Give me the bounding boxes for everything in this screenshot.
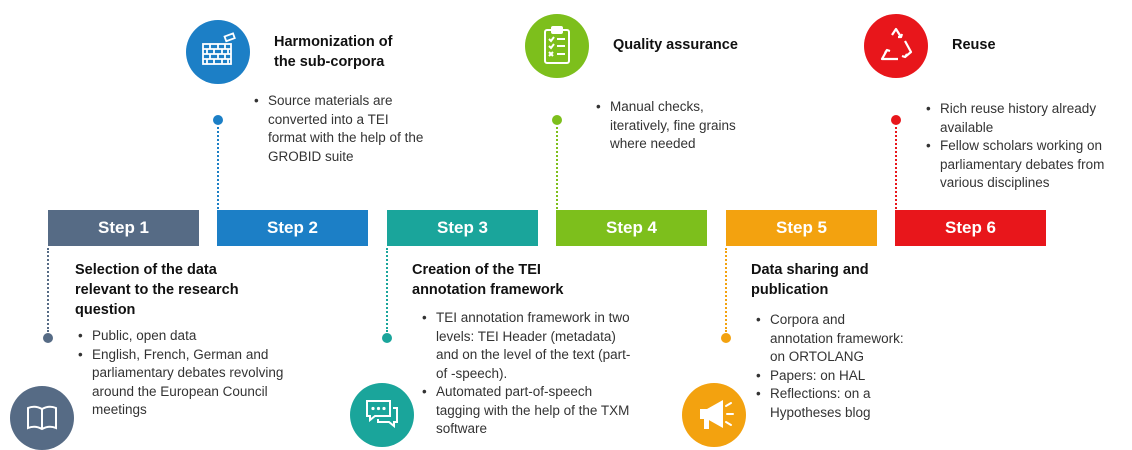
list-item: TEI annotation framework in two levels: … <box>422 309 640 383</box>
checklist-icon <box>525 14 589 78</box>
step-6-connector <box>895 127 897 209</box>
list-item: Rich reuse history already available <box>926 100 1132 137</box>
brick-wall-icon <box>186 20 250 84</box>
step-3-bar: Step 3 <box>387 210 538 246</box>
list-item: Corpora and annotation framework: on ORT… <box>756 311 906 367</box>
step-6-bullets: Rich reuse history already available Fel… <box>926 100 1132 193</box>
step-2-dot <box>213 115 223 125</box>
step-1-label: Step 1 <box>97 218 150 237</box>
list-item: Source materials are converted into a TE… <box>254 92 424 166</box>
step-4-connector <box>556 127 558 209</box>
step-1-title: Selection of the data relevant to the re… <box>75 262 239 318</box>
step-5-label: Step 5 <box>775 218 828 237</box>
megaphone-icon <box>682 383 746 447</box>
step-1-bullets: Public, open data English, French, Germa… <box>78 327 288 420</box>
step-6-label: Step 6 <box>944 218 997 237</box>
step-2-title: Harmonization of the sub-corpora <box>274 34 393 70</box>
list-item: Public, open data <box>78 327 288 346</box>
chat-bubbles-icon <box>350 383 414 447</box>
step-4-bullets: Manual checks, iteratively, fine grains … <box>596 98 736 154</box>
step-3-dot <box>382 333 392 343</box>
step-6-title: Reuse <box>952 37 996 53</box>
step-1-bar: Step 1 <box>48 210 199 246</box>
step-5-title: Data sharing and publication <box>751 262 869 298</box>
step-3-connector <box>386 248 388 332</box>
step-4-dot <box>552 115 562 125</box>
list-item: Reflections: on a Hypotheses blog <box>756 385 906 422</box>
step-3-bullets: TEI annotation framework in two levels: … <box>422 309 640 439</box>
step-3-label: Step 3 <box>436 218 489 237</box>
list-item: English, French, German and parliamentar… <box>78 346 288 420</box>
step-2-bar: Step 2 <box>217 210 368 246</box>
step-5-dot <box>721 333 731 343</box>
book-icon <box>10 386 74 450</box>
step-3-title: Creation of the TEI annotation framework <box>412 262 564 298</box>
step-4-label: Step 4 <box>605 218 658 237</box>
list-item: Manual checks, iteratively, fine grains … <box>596 98 736 154</box>
step-5-connector <box>725 248 727 332</box>
step-4-title: Quality assurance <box>613 37 738 53</box>
list-item: Fellow scholars working on parliamentary… <box>926 137 1132 193</box>
list-item: Automated part-of-speech tagging with th… <box>422 383 640 439</box>
list-item: Papers: on HAL <box>756 367 906 386</box>
step-2-connector <box>217 127 219 209</box>
step-1-dot <box>43 333 53 343</box>
step-4-bar: Step 4 <box>556 210 707 246</box>
step-6-dot <box>891 115 901 125</box>
step-1-connector <box>47 248 49 332</box>
step-2-bullets: Source materials are converted into a TE… <box>254 92 424 166</box>
step-5-bullets: Corpora and annotation framework: on ORT… <box>756 311 906 422</box>
step-2-label: Step 2 <box>266 218 319 237</box>
recycle-icon <box>864 14 928 78</box>
step-5-bar: Step 5 <box>726 210 877 246</box>
step-6-bar: Step 6 <box>895 210 1046 246</box>
